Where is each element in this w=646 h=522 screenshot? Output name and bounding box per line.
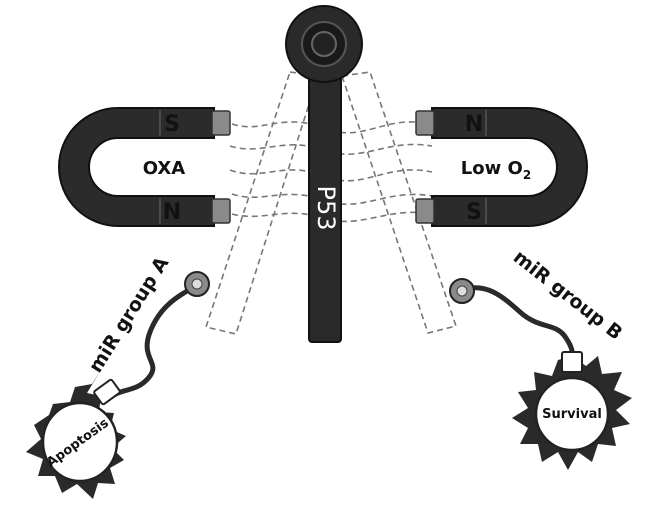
left-magnet-top-tip <box>211 110 231 136</box>
right-magnet-top-pole: N <box>465 112 483 137</box>
left-bulb-base <box>93 378 121 406</box>
left-magnet: S N OXA <box>58 107 231 227</box>
right-rotated-stick-outline <box>340 71 458 334</box>
left-magnet-label: OXA <box>143 158 186 179</box>
right-magnet-label-main: Low O <box>461 158 523 179</box>
left-bulb-glass <box>41 401 119 483</box>
left-wire <box>109 283 199 399</box>
right-bulb-base <box>561 351 583 373</box>
p53-label: P53 <box>312 185 340 230</box>
right-magnet-label: Low O2 <box>461 158 531 182</box>
right-magnet: N S Low O2 <box>415 107 588 227</box>
p53-stick: P53 <box>285 5 363 343</box>
left-magnet-top-pole: S <box>164 112 180 137</box>
right-wire <box>459 285 575 361</box>
right-magnet-bottom-pole: S <box>466 200 482 225</box>
left-magnet-bottom-pole: N <box>163 200 181 225</box>
right-branch-label: miR group B <box>509 246 626 344</box>
right-branch: Survival miR group B <box>449 245 632 470</box>
right-bulb-glass <box>534 376 610 452</box>
right-magnet-body <box>431 107 588 227</box>
right-magnet-top-tip <box>415 110 435 136</box>
left-magnet-body <box>58 107 215 227</box>
right-magnet-bottom-tip <box>415 198 435 224</box>
right-magnet-label-subscript: 2 <box>523 168 531 182</box>
right-bulb-label: Survival <box>542 407 602 422</box>
left-magnet-bottom-tip <box>211 198 231 224</box>
left-branch: Apoptosis miR group A <box>26 251 210 499</box>
